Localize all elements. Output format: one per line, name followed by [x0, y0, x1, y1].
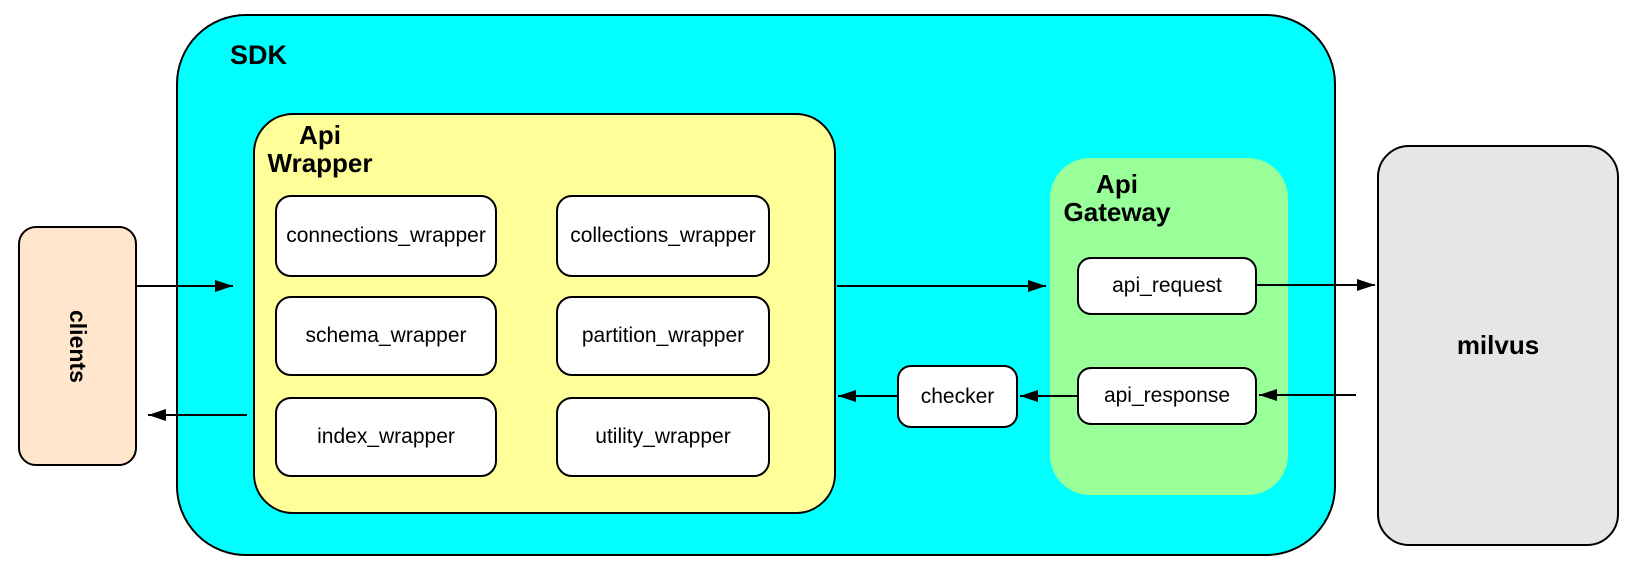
milvus-label: milvus	[1456, 330, 1540, 360]
node-connections-wrapper: connections_wrapper	[275, 195, 497, 277]
node-partition-wrapper: partition_wrapper	[556, 296, 770, 376]
api-gateway-label: Api Gateway	[1063, 169, 1171, 227]
schema-wrapper-label: schema_wrapper	[305, 324, 467, 347]
connections-wrapper-label: connections_wrapper	[286, 224, 486, 247]
checker-label: checker	[920, 384, 995, 408]
clients-label: clients	[65, 309, 91, 383]
node-schema-wrapper: schema_wrapper	[275, 296, 497, 376]
node-index-wrapper: index_wrapper	[275, 397, 497, 477]
api-request-label: api_request	[1112, 274, 1222, 297]
node-clients: clients	[18, 226, 137, 466]
node-sdk-container: SDK Api Wrapper connections_wrapper coll…	[176, 14, 1336, 556]
node-utility-wrapper: utility_wrapper	[556, 397, 770, 477]
node-collections-wrapper: collections_wrapper	[556, 195, 770, 277]
partition-wrapper-label: partition_wrapper	[581, 324, 745, 347]
node-api-wrapper-container: Api Wrapper connections_wrapper collecti…	[253, 113, 836, 514]
collections-wrapper-label: collections_wrapper	[570, 224, 756, 247]
node-checker: checker	[897, 365, 1018, 428]
node-milvus: milvus	[1377, 145, 1619, 546]
node-api-request: api_request	[1077, 257, 1257, 315]
sdk-label: SDK	[230, 40, 288, 70]
node-api-gateway-container: Api Gateway api_request api_response	[1050, 158, 1288, 495]
utility-wrapper-label: utility_wrapper	[595, 425, 731, 448]
node-api-response: api_response	[1077, 367, 1257, 425]
api-response-label: api_response	[1103, 384, 1231, 407]
index-wrapper-label: index_wrapper	[317, 425, 455, 448]
api-wrapper-label: Api Wrapper	[267, 120, 373, 178]
